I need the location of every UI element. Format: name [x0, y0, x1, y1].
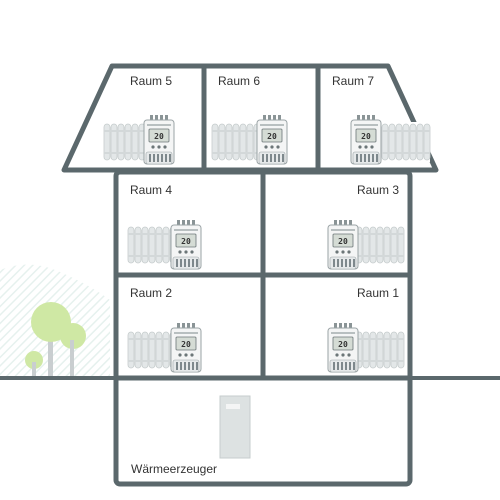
radiator-icon	[355, 224, 405, 266]
room-label-raum3: Raum 3	[357, 183, 400, 197]
radiator-thermostat-icon	[170, 322, 202, 373]
room-label-waermeerzeuger: Wärmeerzeuger	[131, 462, 218, 476]
radiator-thermostat-icon	[327, 219, 359, 270]
room-raum4	[127, 219, 202, 270]
room-label-raum5: Raum 5	[130, 74, 173, 88]
room-raum7	[350, 114, 431, 165]
room-label-raum1: Raum 1	[357, 286, 400, 300]
rooms-layer	[103, 114, 431, 373]
radiator-thermostat-icon	[256, 114, 288, 165]
radiator-icon	[127, 329, 177, 371]
radiator-icon	[127, 224, 177, 266]
room-label-raum2: Raum 2	[130, 286, 173, 300]
room-raum5	[103, 114, 175, 165]
room-label-raum7: Raum 7	[332, 74, 375, 88]
room-raum1	[327, 322, 405, 373]
house-outline	[61, 63, 439, 487]
radiator-thermostat-icon	[143, 114, 175, 165]
radiator-icon	[355, 329, 405, 371]
room-label-raum4: Raum 4	[130, 183, 173, 197]
radiator-icon	[211, 121, 261, 163]
room-label-raum6: Raum 6	[218, 74, 261, 88]
small-tree-icon	[25, 351, 43, 376]
radiator-thermostat-icon	[170, 219, 202, 270]
tree-icon	[31, 302, 86, 376]
radiator-thermostat-icon	[350, 114, 382, 165]
radiator-icon	[381, 121, 431, 163]
room-raum2	[127, 322, 202, 373]
radiator-thermostat-icon	[327, 322, 359, 373]
room-raum6	[211, 114, 288, 165]
room-raum3	[327, 219, 405, 270]
heat-generator-unit-icon	[219, 395, 251, 459]
